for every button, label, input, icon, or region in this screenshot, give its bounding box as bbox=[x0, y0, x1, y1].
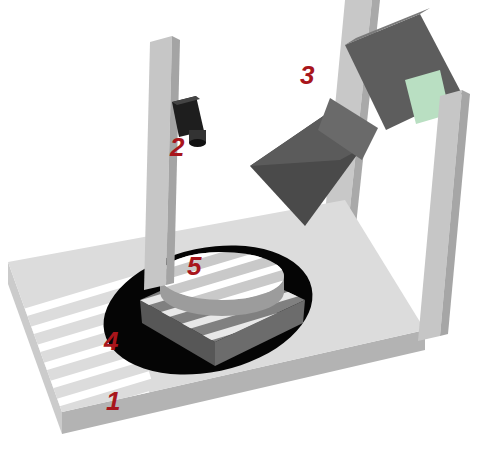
projector-lens bbox=[318, 98, 378, 160]
callout-number: 1 bbox=[106, 388, 120, 414]
projector-top bbox=[345, 8, 430, 45]
turntable bbox=[91, 227, 324, 392]
callout-number: 3 bbox=[300, 62, 314, 88]
support-pole-side bbox=[440, 90, 470, 336]
camera-pole-side bbox=[166, 36, 180, 285]
callout-number: 4 bbox=[104, 328, 118, 354]
camera-top bbox=[172, 96, 200, 105]
callout-number: 2 bbox=[170, 134, 184, 160]
camera-lens bbox=[189, 139, 206, 147]
callout-number: 5 bbox=[187, 253, 201, 279]
